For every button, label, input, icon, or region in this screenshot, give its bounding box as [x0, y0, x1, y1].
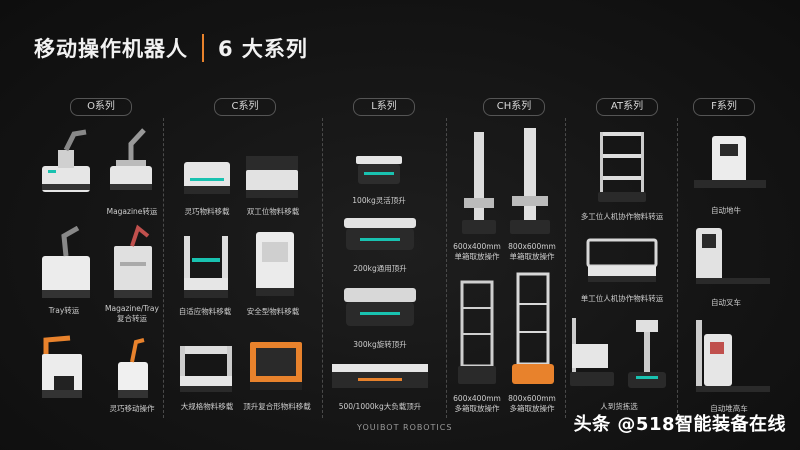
robot-c6-image	[250, 342, 302, 390]
robot-ch2-image	[510, 128, 550, 234]
robot-o2-image	[110, 128, 152, 190]
caption-at-picking: 人到货拣选	[600, 402, 638, 411]
robot-o3-image	[42, 226, 90, 298]
robot-at1-image	[598, 132, 646, 202]
caption-c-large: 大规格物料移载	[180, 402, 234, 411]
caption-o-magazine: Magazine转运	[106, 207, 158, 216]
caption-ch-600-multi-size: 600x400mm	[453, 394, 501, 403]
robot-l4-image	[332, 364, 428, 388]
robot-c4-image	[256, 232, 294, 296]
robot-f1-image	[694, 136, 766, 188]
column-divider	[163, 118, 164, 418]
caption-l-300: 300kg旋转顶升	[353, 340, 407, 349]
watermark: 头条 @518智能装备在线	[573, 414, 786, 435]
series-tab-o: O系列	[70, 98, 132, 116]
robot-o6-image	[118, 338, 148, 398]
robot-l3-image	[344, 288, 416, 326]
robot-ch3-image	[458, 280, 496, 384]
page-title: 移动操作机器人 6 大系列	[34, 30, 308, 66]
caption-ch-800-multi: 多箱取放操作	[509, 404, 555, 413]
robot-ch1-image	[462, 132, 496, 234]
caption-ch-600-single-size: 600x400mm	[453, 242, 501, 251]
title-divider	[202, 34, 204, 62]
caption-l-500: 500/1000kg大负载顶升	[338, 402, 422, 411]
robot-at3-image	[570, 318, 666, 388]
series-tab-ch: CH系列	[483, 98, 545, 116]
title-sub: 6 大系列	[218, 37, 308, 61]
caption-at-multi: 多工位人机协作物料转运	[580, 212, 664, 221]
caption-o-composite: 复合转运	[117, 314, 147, 323]
caption-ch-600-single: 单箱取放操作	[454, 252, 500, 261]
series-tab-c: C系列	[214, 98, 276, 116]
column-divider	[565, 118, 566, 418]
robot-c2-image	[246, 156, 298, 198]
series-tab-f: F系列	[693, 98, 755, 116]
caption-c-adaptive: 自适应物料移载	[178, 307, 232, 316]
title-main: 移动操作机器人	[34, 37, 188, 61]
column-divider	[322, 118, 323, 418]
caption-ch-800-single: 单箱取放操作	[509, 252, 555, 261]
caption-f-stacker: 自动堆高车	[710, 404, 748, 413]
robot-o5-image	[42, 335, 82, 398]
caption-f-forklift: 自动叉车	[711, 298, 741, 307]
brand-footer: YOUIBOT ROBOTICS	[357, 423, 453, 432]
column-divider	[677, 118, 678, 418]
caption-at-single: 单工位人机协作物料转运	[580, 294, 664, 303]
caption-o-dexterous: 灵巧移动操作	[109, 404, 155, 413]
robot-o1-image	[42, 129, 90, 192]
robot-o4-image	[114, 224, 152, 298]
robot-l1-image	[356, 156, 402, 184]
robot-f3-image	[696, 320, 770, 392]
caption-c-dexterous: 灵巧物料移载	[184, 207, 230, 216]
caption-l-200: 200kg通用顶升	[353, 264, 407, 273]
caption-f-pallet: 自动地牛	[711, 206, 741, 215]
caption-c-lift-composite: 顶升复合形物料移载	[243, 402, 311, 411]
caption-l-100: 100kg灵活顶升	[352, 196, 406, 205]
caption-c-dual: 双工位物料移载	[246, 207, 300, 216]
caption-ch-800-multi-size: 800x600mm	[508, 394, 556, 403]
robot-f2-image	[696, 228, 770, 284]
caption-ch-600-multi: 多箱取放操作	[454, 404, 500, 413]
caption-c-safe: 安全型物料移载	[246, 307, 300, 316]
robot-l2-image	[344, 218, 416, 250]
series-tab-l: L系列	[353, 98, 415, 116]
robot-ch4-image	[512, 272, 554, 384]
robot-c3-image	[184, 236, 228, 298]
caption-o-magazine-tray: Magazine/Tray	[105, 304, 159, 313]
caption-ch-800-single-size: 800x600mm	[508, 242, 556, 251]
robot-c1-image	[184, 162, 230, 194]
caption-o-tray: Tray转运	[48, 306, 80, 315]
robot-c5-image	[180, 346, 232, 392]
series-tab-at: AT系列	[596, 98, 658, 116]
column-divider	[446, 118, 447, 418]
robot-at2-image	[586, 238, 658, 282]
